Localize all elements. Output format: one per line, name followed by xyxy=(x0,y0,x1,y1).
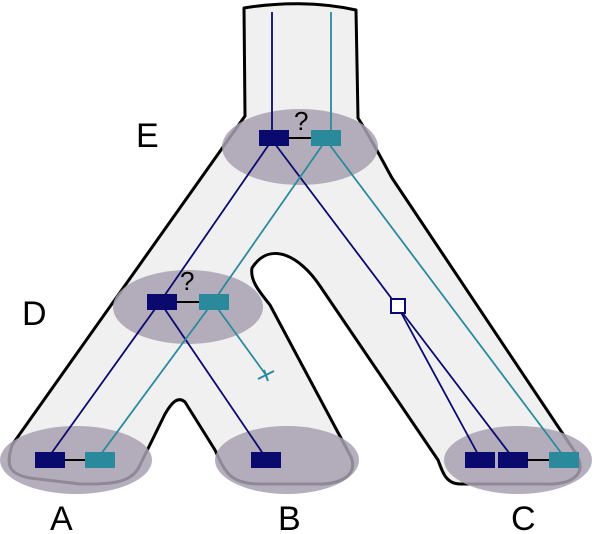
gene-box-C-copy-1a xyxy=(465,452,495,468)
gene-box-E-copy-1 xyxy=(259,130,289,146)
gene-box-B-copy-1 xyxy=(251,452,281,468)
gene-box-C-copy-1b xyxy=(498,452,528,468)
gene-box-C-copy-2 xyxy=(549,452,579,468)
gene-lineage-copy-2 xyxy=(97,12,566,459)
gene-box-D-copy-2 xyxy=(199,294,229,310)
gene-box-A-copy-1 xyxy=(35,452,65,468)
duplication-marker xyxy=(390,298,406,314)
gene-box-A-copy-2 xyxy=(85,452,115,468)
question-mark-E: ? xyxy=(294,106,308,136)
node-label-E: E xyxy=(136,117,159,155)
node-label-D: D xyxy=(22,295,47,333)
node-label-A: A xyxy=(50,500,73,534)
node-ellipse-B xyxy=(215,426,359,494)
gene-box-D-copy-1 xyxy=(147,294,177,310)
gene-loss-marker xyxy=(257,369,275,382)
node-label-C: C xyxy=(511,500,536,534)
gene-lineage-copy-1 xyxy=(47,12,514,459)
question-mark-D: ? xyxy=(180,266,194,296)
node-ellipse-D xyxy=(113,270,263,344)
species-tree-outline xyxy=(7,2,582,486)
node-ellipse-E xyxy=(222,109,378,185)
node-label-B: B xyxy=(278,500,301,534)
gene-box-E-copy-2 xyxy=(311,130,341,146)
